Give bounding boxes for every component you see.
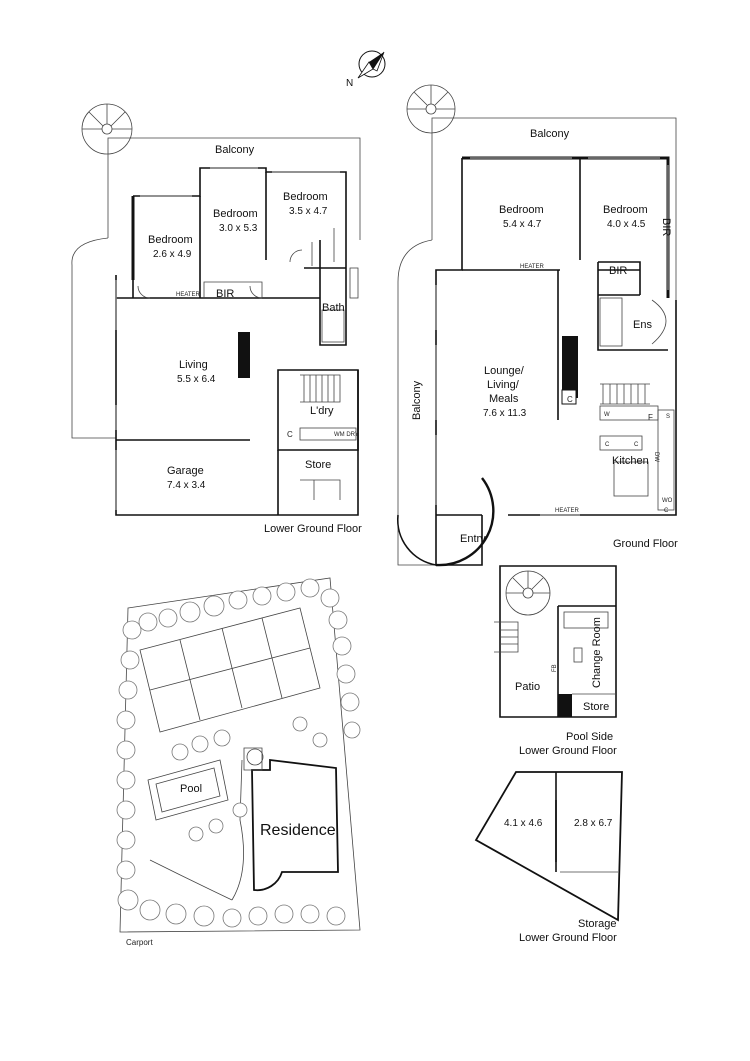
spiral-stair-icon (505, 570, 551, 616)
lg-bir-label: BIR (216, 288, 234, 300)
compass-icon (357, 50, 386, 79)
tennis-court (139, 607, 321, 733)
gf-balcony-top-label: Balcony (530, 128, 570, 140)
gf-wo-label: WO (662, 498, 673, 504)
gf-bedroom2-label: Bedroom (603, 204, 648, 216)
gf-bir-label: BIR (609, 265, 627, 277)
lg-bedroom1-label: Bedroom (148, 234, 193, 246)
lg-bedroom3-dim: 3.5 x 4.7 (289, 206, 328, 217)
spiral-stair-icon (406, 84, 456, 134)
gf-c3-label: C (634, 442, 639, 448)
gf-kitchen-label: Kitchen (612, 455, 649, 467)
lg-store-label: Store (305, 459, 331, 471)
lg-bedroom3-label: Bedroom (283, 191, 328, 203)
ps-patio-label: Patio (515, 681, 540, 693)
gf-c2-label: C (605, 442, 610, 448)
gf-c4-label: C (664, 508, 669, 514)
gf-lounge-label-3: Meals (489, 393, 519, 405)
gf-entry-label: Entry (460, 533, 486, 545)
st-title-1: Storage (578, 918, 617, 930)
site-carport-label: Carport (126, 938, 153, 947)
ps-fb-label: FB (552, 664, 558, 672)
gf-bedroom2-dim: 4.0 x 4.5 (607, 219, 646, 230)
gf-s-label: S (666, 414, 670, 420)
gf-dw-label: DW (653, 452, 659, 462)
ground-floor-plan (396, 84, 677, 567)
compass-label: N (346, 78, 353, 89)
lg-garage-dim: 7.4 x 3.4 (167, 480, 206, 491)
lg-laundry-label: L'dry (310, 405, 334, 417)
residence (243, 747, 339, 892)
gf-bir-side-label: BIR (660, 218, 672, 236)
lg-bath-label: Bath (322, 302, 345, 314)
lg-bedroom1-dim: 2.6 x 4.9 (153, 249, 192, 260)
gf-c-label: C (567, 395, 573, 404)
pool-side-plan (494, 565, 617, 718)
storage-plan (474, 771, 623, 922)
st-room2-dim: 2.8 x 6.7 (574, 818, 613, 829)
st-title-2: Lower Ground Floor (519, 932, 617, 944)
lg-balcony-label: Balcony (215, 144, 255, 156)
ps-title-2: Lower Ground Floor (519, 745, 617, 757)
lower-ground-floor-plan (71, 103, 361, 516)
ps-title-1: Pool Side (566, 731, 613, 743)
laundry-stairs (300, 374, 341, 403)
gf-lounge-label-2: Living/ (487, 379, 520, 391)
lg-living-dim: 5.5 x 6.4 (177, 374, 216, 385)
gf-bedroom1-label: Bedroom (499, 204, 544, 216)
gf-heater2-label: HEATER (555, 508, 580, 514)
gf-f-label: F (648, 413, 653, 422)
ps-change-room-label: Change Room (591, 617, 603, 688)
lg-cupboard-label: C (287, 430, 293, 439)
gf-w-label: W (604, 412, 610, 418)
site-trees (116, 578, 361, 928)
gf-heater-label: HEATER (520, 264, 545, 270)
site-residence-label: Residence (260, 822, 336, 839)
gf-ensuite-label: Ens (633, 319, 652, 331)
site-plan (116, 577, 361, 933)
lg-bedroom2-label: Bedroom (213, 208, 258, 220)
lg-living-label: Living (179, 359, 208, 371)
lg-floor-title: Lower Ground Floor (264, 523, 362, 535)
site-pool-label: Pool (180, 783, 202, 795)
gf-lounge-dim: 7.6 x 11.3 (483, 408, 527, 419)
lg-bedroom2-dim: 3.0 x 5.3 (219, 223, 258, 234)
gf-bedroom1-dim: 5.4 x 4.7 (503, 219, 542, 230)
gf-balcony-left-label: Balcony (411, 380, 423, 420)
lg-heater-label: HEATER (176, 292, 201, 298)
ps-store-label: Store (583, 701, 609, 713)
pool (147, 759, 229, 821)
st-room1-dim: 4.1 x 4.6 (504, 818, 543, 829)
gf-lounge-label-1: Lounge/ (484, 365, 525, 377)
gf-floor-title: Ground Floor (613, 538, 678, 550)
spiral-stair-icon (81, 103, 133, 155)
lg-garage-label: Garage (167, 465, 204, 477)
lg-wm-dry-label: WM DRY (334, 432, 359, 438)
